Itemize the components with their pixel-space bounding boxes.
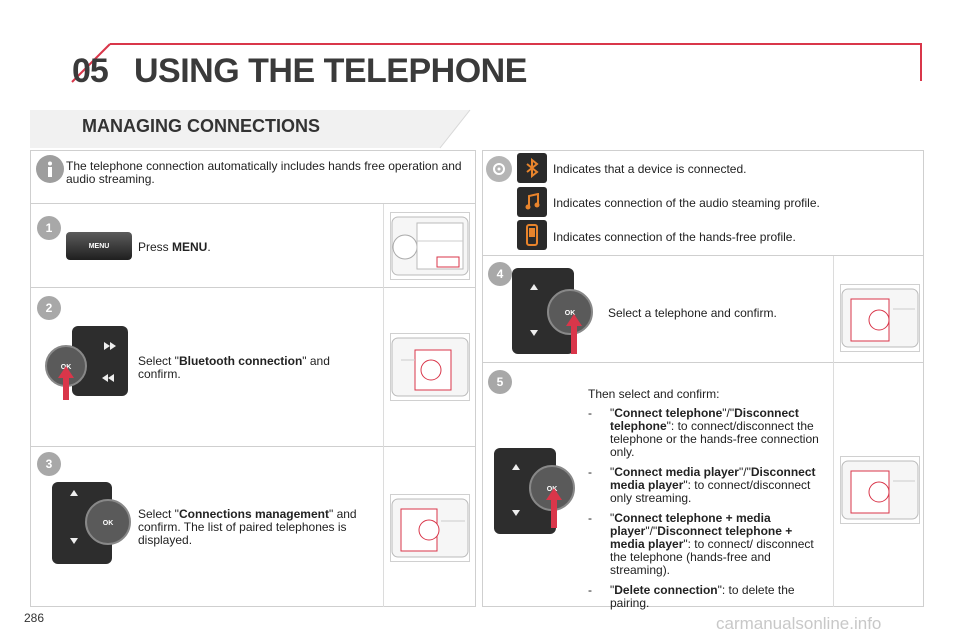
option-item: -"Connect telephone"/"Disconnect telepho… [588,406,819,459]
divider [482,255,924,256]
header-rule [110,43,922,45]
step-badge: 3 [37,452,61,476]
step-2-text: Select "Bluetooth connection" and confir… [138,354,330,381]
chapter-title: USING THE TELEPHONE [134,52,527,90]
svg-text:OK: OK [547,486,558,493]
ok-knob[interactable]: OK [52,482,142,564]
header-rule-right [920,43,922,81]
console-thumbnail [390,212,470,280]
ok-knob[interactable]: OK [42,326,132,402]
music-note-icon [517,187,547,217]
settings-icon [486,156,512,182]
svg-text:OK: OK [103,520,114,527]
ok-knob[interactable]: OK [512,268,602,356]
divider [30,446,476,447]
chapter-number: 05 [72,52,109,90]
option-item: -"Delete connection": to delete the pair… [588,583,795,610]
section-title: MANAGING CONNECTIONS [82,116,320,136]
header-corner-rule [71,43,111,83]
step-4-text: Select a telephone and confirm. [608,306,777,320]
ok-knob[interactable]: OK [494,448,584,536]
console-thumbnail [390,494,470,562]
step-badge: 2 [37,296,61,320]
console-thumbnail [840,284,920,352]
option-item: -"Connect media player"/"Disconnect medi… [588,465,816,505]
right-panel [482,150,924,607]
page-number: 286 [24,611,45,625]
divider [30,287,476,288]
legend-bluetooth-text: Indicates that a device is connected. [553,162,747,176]
legend-handsfree-text: Indicates connection of the hands-free p… [553,230,796,244]
divider [383,204,384,607]
step-3-text: Select "Connections management" and conf… [138,507,357,547]
phone-icon [517,220,547,250]
step-5-intro: Then select and confirm: [588,387,720,401]
console-thumbnail [840,456,920,524]
step-badge: 1 [37,216,61,240]
step-5-block: Then select and confirm: -"Connect telep… [588,388,828,617]
watermark: carmanualsonline.info [716,614,882,633]
step-badge: 5 [488,370,512,394]
divider [30,203,476,204]
info-text: The telephone connection automatically i… [66,159,462,186]
option-item: -"Connect telephone + media player"/"Dis… [588,511,814,577]
console-thumbnail [390,333,470,401]
step-badge: 4 [488,262,512,286]
legend-audio-text: Indicates connection of the audio steami… [553,196,820,210]
divider [833,256,834,607]
step-1-text: Press MENU. [138,240,211,254]
info-icon [36,155,64,183]
divider [482,362,924,363]
svg-text:OK: OK [565,310,576,317]
option-list: -"Connect telephone"/"Disconnect telepho… [588,407,828,610]
menu-button[interactable]: MENU [66,232,132,260]
section-bar [30,109,471,149]
bluetooth-icon [517,153,547,183]
